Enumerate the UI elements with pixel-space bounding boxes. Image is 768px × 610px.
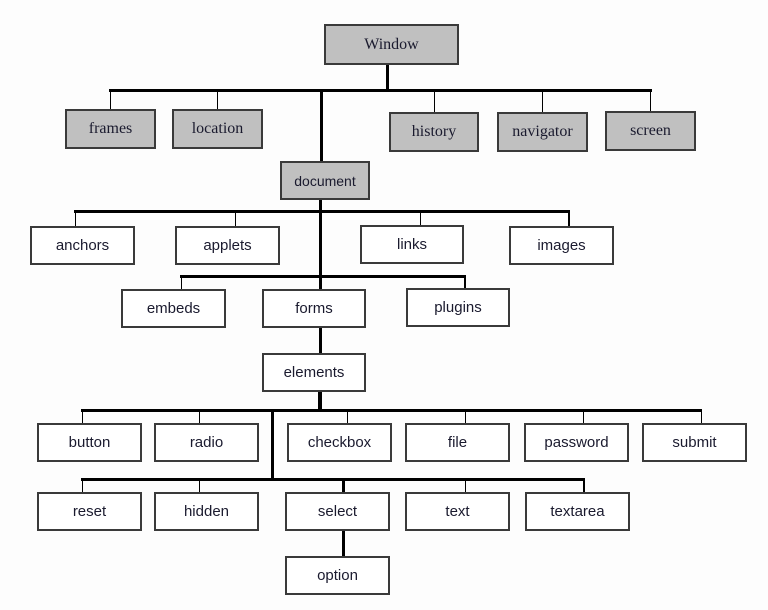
node-label: password <box>544 434 609 451</box>
node-label: button <box>68 434 111 451</box>
node-plugins: plugins <box>406 288 510 327</box>
node-label: select <box>317 503 358 520</box>
connector-window-bus <box>109 89 652 92</box>
connector-links <box>420 211 421 225</box>
connector-reset <box>82 479 83 492</box>
connector-document-stem <box>319 199 322 289</box>
connector-radio <box>199 410 200 423</box>
connector-frames <box>110 90 111 110</box>
node-label: hidden <box>183 503 230 520</box>
node-text: text <box>405 492 510 531</box>
node-label: screen <box>630 122 671 139</box>
node-applets: applets <box>175 226 280 265</box>
node-label: text <box>445 503 470 520</box>
connector-select <box>342 479 345 492</box>
node-radio: radio <box>154 423 259 462</box>
node-forms: forms <box>262 289 366 328</box>
node-label: frames <box>88 120 133 137</box>
node-elements: elements <box>262 353 366 392</box>
connector-window-stem <box>386 64 389 91</box>
connector-file <box>465 410 466 423</box>
node-label: file <box>447 434 468 451</box>
connector-select-option <box>342 530 345 556</box>
node-hidden: hidden <box>154 492 259 531</box>
connector-document <box>320 90 323 162</box>
node-label: radio <box>189 434 224 451</box>
connector-elements-bus-1 <box>81 409 702 412</box>
connector-textarea <box>583 479 585 492</box>
connector-location <box>217 90 218 110</box>
node-label: reset <box>72 503 107 520</box>
node-label: submit <box>672 434 717 451</box>
connector-elements-branch-2 <box>271 410 274 480</box>
connector-submit <box>701 410 702 423</box>
connector-checkbox <box>347 410 348 423</box>
node-document: document <box>280 161 370 200</box>
node-location: location <box>172 109 263 149</box>
node-label: option <box>317 567 358 584</box>
node-label: applets <box>203 237 252 254</box>
node-navigator: navigator <box>497 112 588 152</box>
connector-anchors <box>75 211 76 226</box>
node-label: textarea <box>550 503 605 520</box>
node-textarea: textarea <box>525 492 630 531</box>
node-label: plugins <box>434 299 482 316</box>
node-label: forms <box>295 300 333 317</box>
node-anchors: anchors <box>30 226 135 265</box>
node-label: anchors <box>55 237 110 254</box>
connector-applets <box>235 211 236 226</box>
connector-images <box>568 211 570 226</box>
node-label: images <box>537 237 586 254</box>
connector-plugins <box>464 276 466 288</box>
node-label: location <box>191 120 244 137</box>
node-label: document <box>294 172 356 189</box>
node-button: button <box>37 423 142 462</box>
connector-hidden <box>199 479 200 492</box>
node-links: links <box>360 225 464 264</box>
node-frames: frames <box>65 109 156 149</box>
connector-embeds <box>181 276 182 289</box>
node-label: elements <box>283 364 345 381</box>
node-checkbox: checkbox <box>287 423 392 462</box>
node-submit: submit <box>642 423 747 462</box>
node-label: history <box>411 123 457 140</box>
node-select: select <box>285 492 390 531</box>
node-window: Window <box>324 24 459 65</box>
node-label: embeds <box>146 300 201 317</box>
node-embeds: embeds <box>121 289 226 328</box>
connector-document-bus <box>74 210 570 213</box>
connector-elements-stem <box>318 391 322 411</box>
connector-document-bus-2 <box>180 275 466 278</box>
connector-navigator <box>542 90 543 112</box>
node-label: navigator <box>512 123 573 140</box>
node-label: links <box>396 236 427 253</box>
connector-forms-elements <box>319 327 322 353</box>
connector-history <box>434 90 435 112</box>
node-password: password <box>524 423 629 462</box>
node-file: file <box>405 423 510 462</box>
connector-text <box>465 479 466 492</box>
node-label: checkbox <box>307 434 372 451</box>
connector-elements-bus-2 <box>81 478 585 481</box>
connector-screen <box>650 90 651 111</box>
node-label: Window <box>364 35 419 53</box>
node-screen: screen <box>605 111 696 151</box>
connector-password <box>583 410 584 423</box>
node-images: images <box>509 226 614 265</box>
connector-button <box>82 410 83 423</box>
node-history: history <box>389 112 479 152</box>
node-reset: reset <box>37 492 142 531</box>
node-option: option <box>285 556 390 595</box>
